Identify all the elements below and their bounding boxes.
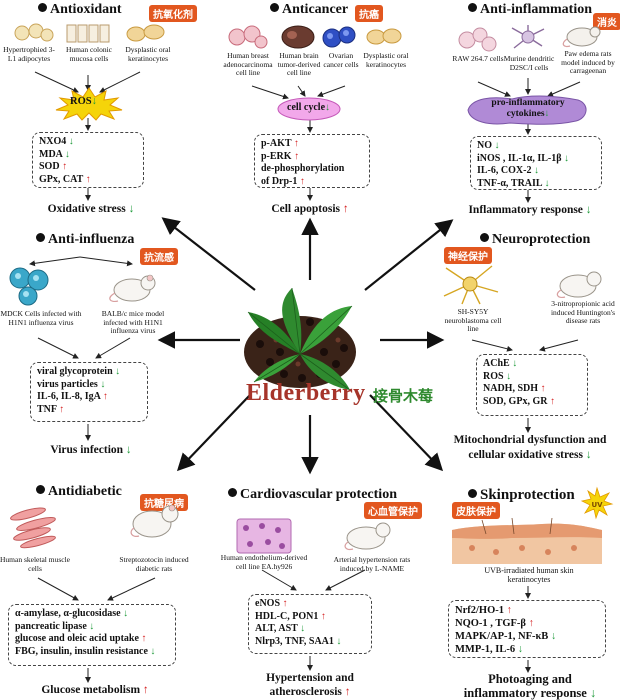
dendritic-cells-icon [511,25,545,49]
cardio-cell-2: Arterial hypertension rats induced by L-… [333,555,411,573]
antiinfluenza-markers-box: viral glycoprotein ↓ virus particles ↓ I… [30,362,148,422]
center-cn-label: 接骨木莓 [373,387,434,405]
antioxidant-cell-2: Human colonic mucosa cells [65,45,113,63]
muscle-cells-icon [10,507,56,549]
uv-sun-icon: UV [580,486,614,520]
antiinfluenza-cn-badge: 抗流感 [140,248,178,265]
hypertension-rat-icon [344,522,391,551]
antiinfluenza-outcome: Virus infection ↓ [50,444,132,456]
elderberry-illustration [244,287,356,391]
adipocyte-cells-icon [14,23,54,42]
neuroprotection-cell-1: SH-SY5Y neuroblastoma cell line [444,307,502,333]
neuro-rat-icon [556,271,602,299]
raw-cells-icon [458,27,497,52]
skin-outcome-line2: inflammatory response ↓ [463,686,597,700]
endothelial-cells-icon [236,518,292,554]
cardio-markers-box: eNOS ↑ HDL-C, PON1 ↑ ALT, AST ↓ Nlrp3, T… [248,594,372,654]
center-name: Elderberry [246,380,366,406]
svg-text:UV: UV [591,501,603,509]
cardio-cn-badge: 心血管保护 [364,502,422,519]
antiinflammation-cn-badge: 消炎 [593,13,620,30]
ros-burst-icon [55,87,123,121]
cytokine-hub-label: pro-inflammatory cytokines↓ [491,98,565,119]
skin-cell-1: UVB-irradiated human skin keratinocytes [484,566,574,584]
anticancer-cn-badge: 抗癌 [355,5,383,22]
arrow-to-antioxidant [161,217,256,291]
anticancer-markers-box: p-AKT ↑ p-ERK ↑ de-phosphorylation of Dr… [254,134,370,188]
anticancer-cell-3: Ovarian cancer cells [323,51,359,69]
anticancer-outcome: Cell apoptosis ↑ [271,203,349,215]
antiinflammation-cell-3: Paw edema rats model induced by carragee… [561,49,615,75]
antidiabetic-title: Antidiabetic [36,484,122,500]
arrow-to-skin [369,394,444,472]
anticancer-cell-1: Human breast adenocarcinoma cell line [223,51,273,77]
cardio-outcome-line2: atherosclerosis ↑ [269,686,351,698]
skin-cn-badge: 皮肤保护 [452,502,500,519]
antiinfluenza-title: Anti-influenza [36,232,134,248]
cytokine-hub-icon [467,95,587,125]
antiinflammation-cell-1: RAW 264.7 cells [452,54,504,63]
neuroprotection-cn-badge: 神经保护 [444,247,492,264]
antiinflammation-outcome: Inflammatory response ↓ [468,204,592,216]
skin-layer-icon [452,517,602,564]
neuroprotection-outcome-line1: Mitochondrial dysfunction and [453,434,607,446]
antioxidant-outcome: Oxidative stress ↓ [47,203,135,215]
rat-icon [562,26,601,48]
cell-cycle-hub-icon [277,97,341,121]
diabetic-rat-icon [130,504,179,538]
ovarian-cells-icon [322,26,356,48]
antiinflammation-markers-box: NO ↓ iNOS , IL-1α, IL-1β ↓ IL-6, COX-2 ↓… [470,136,602,190]
anticancer-cell-2: Human brain tumor-derived cell line [277,51,321,77]
antiinfluenza-cell-2: BALB/c mice model infected with H1N1 inf… [101,309,165,335]
neuroprotection-outcome-line2: cellular oxidative stress ↓ [468,449,592,461]
anticancer-cell-4: Dysplastic oral keratinocytes [363,51,409,69]
antioxidant-cell-1: Hypertrophied 3-L1 adipocytes [3,45,55,63]
antiinflammation-title: Anti-inflammation [468,2,592,18]
neuroprotection-title: Neuroprotection [480,232,590,248]
mouse-icon [109,274,156,303]
antidiabetic-cell-1: Human skeletal muscle cells [0,555,70,573]
keratinocyte-cells-icon [126,24,165,42]
neuron-icon [443,265,499,305]
antioxidant-markers-box: NXO4 ↓ MDA ↓ SOD ↑ GPx, CAT ↑ [32,132,144,188]
breast-cells-icon [228,25,268,49]
arrow-to-antidiabetic [176,394,251,472]
neuroprotection-markers-box: AChE ↓ ROS ↓ NADH, SDH ↑ SOD, GPx, GR ↑ [476,354,588,416]
antiinflammation-cell-2: Murine dendritic D2SC/I cells [503,54,555,72]
cell-cycle-hub-label: cell cycle↓ [287,102,331,113]
arrow-to-antiinflammation [364,219,454,291]
antioxidant-cn-badge: 抗氧化剂 [149,5,197,22]
skin-outcome-line1: Photoaging and [488,672,572,686]
oral-cells-icon [366,28,402,45]
skin-title: Skinprotection [468,487,575,504]
cardio-title: Cardiovascular protection [228,487,397,503]
antidiabetic-cell-2: Streptozotocin induced diabetic rats [119,555,189,573]
anticancer-title: Anticancer [270,2,348,18]
skin-markers-box: Nrf2/HO-1 ↑ NQO-1 , TGF-β ↑ MAPK/AP-1, N… [448,600,606,658]
neuroprotection-cell-2: 3-nitropropionic acid induced Huntington… [550,299,616,325]
antidiabetic-markers-box: α-amylase, α-glucosidase ↓ pancreatic li… [8,604,176,666]
ros-hub-label: ROS↓ [70,96,97,107]
antioxidant-title: Antioxidant [38,2,122,18]
antioxidant-cell-3: Dysplastic oral keratinocytes [125,45,171,63]
brain-tumor-cells-icon [281,25,315,49]
colonic-cells-icon [66,24,110,43]
antidiabetic-cn-badge: 抗糖尿病 [140,494,188,511]
cardio-cell-1: Human endothelium-derived cell line EA.h… [220,553,308,571]
antidiabetic-outcome: Glucose metabolism ↑ [41,684,149,696]
mdck-cells-icon [9,267,49,306]
cardio-outcome-line1: Hypertension and [266,672,354,684]
antiinfluenza-cell-1: MDCK Cells infected with H1N1 influenza … [0,309,82,327]
